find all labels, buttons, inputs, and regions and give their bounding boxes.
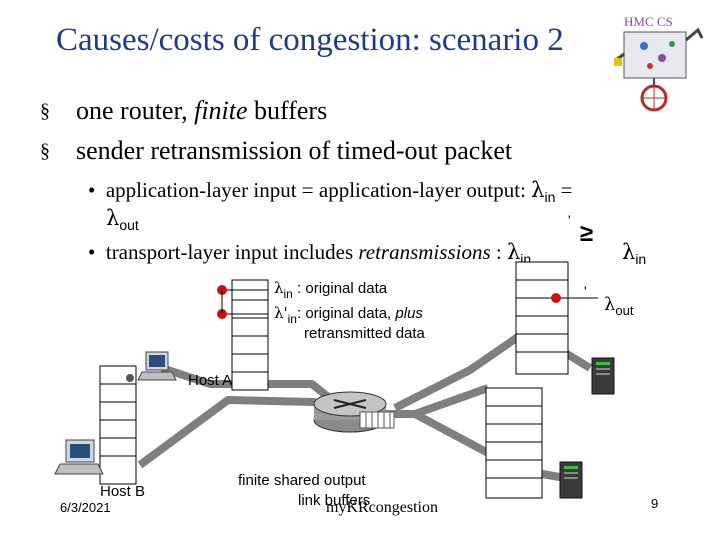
page-number: 9 (651, 496, 659, 511)
footer-date: 6/3/2021 (60, 500, 111, 515)
computer-icon-host-b (54, 439, 104, 475)
bullet-marker: § (40, 140, 50, 162)
host-b-buffer (99, 365, 137, 485)
bullet-marker: § (40, 100, 50, 122)
bullet-retransmission: §sender retransmission of timed-out pack… (40, 136, 513, 165)
footer-center: myKRcongestion (326, 499, 438, 516)
link-router-hostc (393, 326, 531, 412)
lambda-in-rhs: λin (622, 240, 647, 267)
sub-bullet-transport-layer: • transport-layer input includes retrans… (88, 240, 532, 267)
bullet-finite-buffers: §one router, finite buffers (40, 96, 328, 125)
logo-text: HMC CS (624, 14, 673, 29)
hmc-cs-logo: HMC CS (614, 14, 704, 112)
lambda-out-label: λout (604, 294, 634, 318)
link-buffer-label-2: link buffers (298, 492, 371, 509)
lambda-out-dot (551, 293, 598, 303)
prime-tick: ' (568, 212, 571, 228)
receiver-buffer-upper (515, 261, 569, 375)
sub-bullet-app-layer-cont: λout (106, 206, 139, 233)
retransmitted-data-label: retransmitted data (304, 325, 425, 342)
server-icon-right (591, 357, 615, 395)
slide-title: Causes/costs of congestion: scenario 2 (56, 22, 564, 58)
router-output-buffer (359, 411, 395, 429)
host-a-label: Host A (188, 372, 233, 389)
sub-bullet-marker: • (88, 240, 96, 264)
host-b-port-dot (126, 374, 134, 382)
sub-bullet-app-layer: • application-layer input = application-… (88, 178, 573, 205)
lambda-in-label: λin : original data (274, 279, 388, 301)
lambda-prime-in-label: λ'in: original data, plus (274, 304, 423, 326)
host-b-label: Host B (100, 483, 146, 500)
computer-icon-host-a (137, 351, 177, 381)
host-a-buffer (231, 279, 269, 391)
link-buffer-label-1: finite shared output (238, 472, 366, 489)
receiver-buffer-lower (485, 387, 543, 499)
lambda-out-tick: ' (584, 283, 587, 299)
ge-symbol: ≥ (580, 220, 594, 247)
sub-bullet-marker: • (88, 178, 96, 202)
server-icon-bottom (559, 461, 583, 499)
